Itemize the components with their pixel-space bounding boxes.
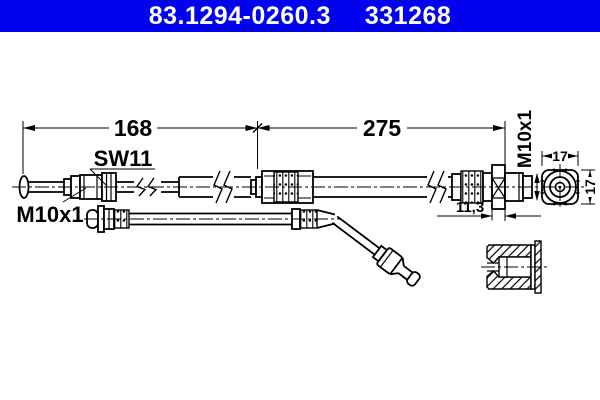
dim-17-width-label: 17 xyxy=(552,148,568,164)
bent-tube-with-nut xyxy=(331,215,421,287)
break-symbol xyxy=(135,177,147,197)
sw11-leader xyxy=(89,168,155,187)
break-symbol xyxy=(213,170,223,204)
m10-leader xyxy=(62,187,87,203)
centerlines xyxy=(12,164,584,268)
thread-right-label: M10x1 xyxy=(515,110,536,169)
part-number: 83.1294-0260.3 xyxy=(148,2,331,30)
flare-nut xyxy=(376,247,403,275)
dim-275-label: 275 xyxy=(363,115,402,141)
thread-left-label: M10x1 xyxy=(16,202,83,227)
dim-168-label: 168 xyxy=(114,115,153,141)
part-number-bar: 83.1294-0260.3 331268 xyxy=(0,0,600,32)
catalog-number: 331268 xyxy=(364,2,452,30)
wrench-size-label: SW11 xyxy=(94,146,153,171)
dim-11-3-label: 11,3 xyxy=(456,199,484,216)
dim-17-height-label: 17 xyxy=(582,179,598,195)
dimension-texts: 168 275 SW11 M10x1 11,3 M10x1 17 17 xyxy=(16,110,598,227)
